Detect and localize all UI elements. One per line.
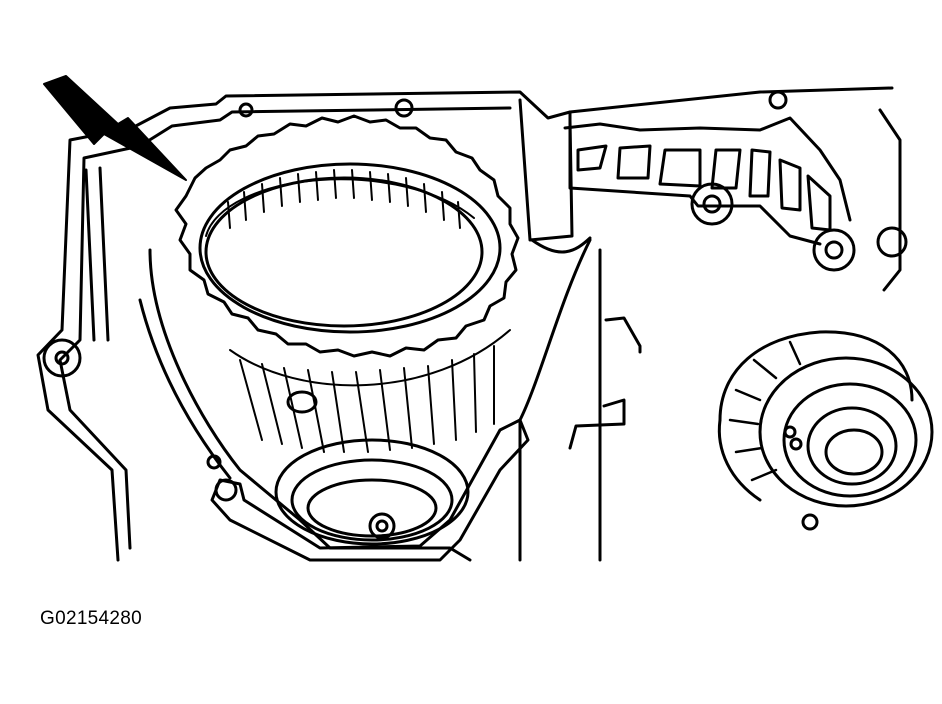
case-inner-outline <box>58 106 512 550</box>
left-mounting-boss <box>42 338 82 378</box>
bracket-tabs <box>568 316 642 450</box>
case-right-web <box>518 98 902 292</box>
pointer-arrow <box>43 75 187 181</box>
gear-teeth <box>229 329 511 453</box>
gasket-channel <box>210 418 530 562</box>
case-outer-outline <box>36 86 894 562</box>
right-gear-assembly <box>717 330 934 531</box>
case-contour <box>148 238 592 562</box>
case-left-rib <box>84 166 110 342</box>
ring-inner-splines <box>227 169 461 229</box>
figure-identifier: G02154280 <box>40 608 143 629</box>
top-bolt-holes <box>238 90 788 118</box>
right-bolt-bosses <box>690 182 908 272</box>
synchronizer-ring <box>174 114 520 358</box>
gasket-holes <box>206 454 238 502</box>
case-contour-inner <box>138 248 602 562</box>
inner-hub <box>274 390 470 546</box>
transmission-housing-illustration <box>36 75 934 562</box>
